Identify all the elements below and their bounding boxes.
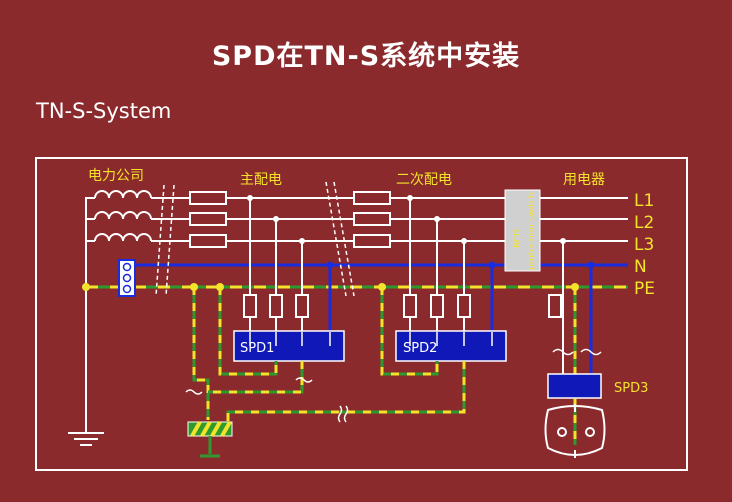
spd2-fuse-l2	[430, 294, 444, 318]
spd1-fuse-l1	[243, 294, 257, 318]
node-spd2-l3	[461, 238, 467, 244]
neutral-terminal-block	[118, 259, 136, 297]
main-fuse-l3	[189, 234, 227, 248]
node-spd1-n	[326, 261, 334, 269]
break-mark-2a	[325, 181, 347, 297]
system-subtitle: TN-S-System	[36, 99, 172, 123]
spd2-fuse-l1	[403, 294, 417, 318]
earth-ground-icon	[68, 432, 104, 446]
break-mark-2b	[333, 181, 355, 297]
secondary-fuse-l2	[353, 212, 391, 226]
spd2-label: SPD2	[403, 341, 437, 356]
earthing-bar	[187, 421, 233, 437]
earth-break-mark-1	[185, 389, 203, 395]
pe-junction	[82, 283, 90, 291]
label-pe: PE	[634, 279, 655, 299]
node-spd2-pe	[378, 283, 386, 291]
node-appliance-pe	[571, 283, 579, 291]
node-spd2-n	[488, 261, 496, 269]
spd3-device	[547, 373, 602, 399]
node-spd1-l1	[247, 195, 253, 201]
label-main-distribution: 主配电	[240, 172, 282, 188]
label-l2: L2	[634, 213, 654, 233]
spd2-earth-path	[226, 287, 466, 424]
break-mark-1b	[165, 184, 175, 297]
diagram-frame	[35, 157, 688, 471]
label-secondary-distribution: 二次配电	[396, 172, 452, 188]
label-appliance: 用电器	[563, 172, 605, 188]
secondary-fuse-l1	[353, 191, 391, 205]
appliance-break-mark	[552, 348, 602, 356]
node-spd1-l3	[299, 238, 305, 244]
transformer-coil-l1	[94, 190, 152, 199]
earth-break-mark-3	[337, 405, 349, 423]
node-appliance-n	[587, 261, 595, 269]
earth-break-mark-2	[295, 377, 313, 383]
rcd-device	[504, 189, 541, 272]
transformer-coil-l3	[94, 233, 152, 242]
spd2-device	[395, 330, 507, 362]
label-n: N	[634, 257, 647, 277]
label-l3: L3	[634, 235, 654, 255]
spd1-earth-path	[192, 287, 304, 420]
break-mark-1a	[155, 184, 165, 297]
rcd-label: RCD	[513, 229, 523, 248]
socket-outlet-icon	[544, 404, 606, 458]
main-fuse-l2	[189, 212, 227, 226]
spd3-label: SPD3	[614, 381, 648, 396]
appliance-fuse	[548, 294, 562, 318]
spd1-fuse-l3	[295, 294, 309, 318]
label-utility: 电力公司	[88, 168, 144, 184]
secondary-fuse-l3	[353, 234, 391, 248]
transformer-coil-l2	[94, 211, 152, 220]
main-fuse-l1	[189, 191, 227, 205]
spd2-fuse-l3	[457, 294, 471, 318]
node-spd1-pe-b	[216, 283, 224, 291]
node-appliance-l3	[560, 238, 566, 244]
diagram-title: SPD在TN-S系统中安装	[211, 41, 521, 72]
node-spd1-l2	[273, 216, 279, 222]
node-spd2-l1	[407, 195, 413, 201]
spd1-device	[233, 330, 345, 362]
spd1-fuse-l2	[269, 294, 283, 318]
rcd-sublabel: protection switch	[527, 192, 537, 270]
node-spd2-l2	[434, 216, 440, 222]
node-spd1-pe-a	[190, 283, 198, 291]
spd1-label: SPD1	[240, 341, 274, 356]
label-l1: L1	[634, 191, 654, 211]
